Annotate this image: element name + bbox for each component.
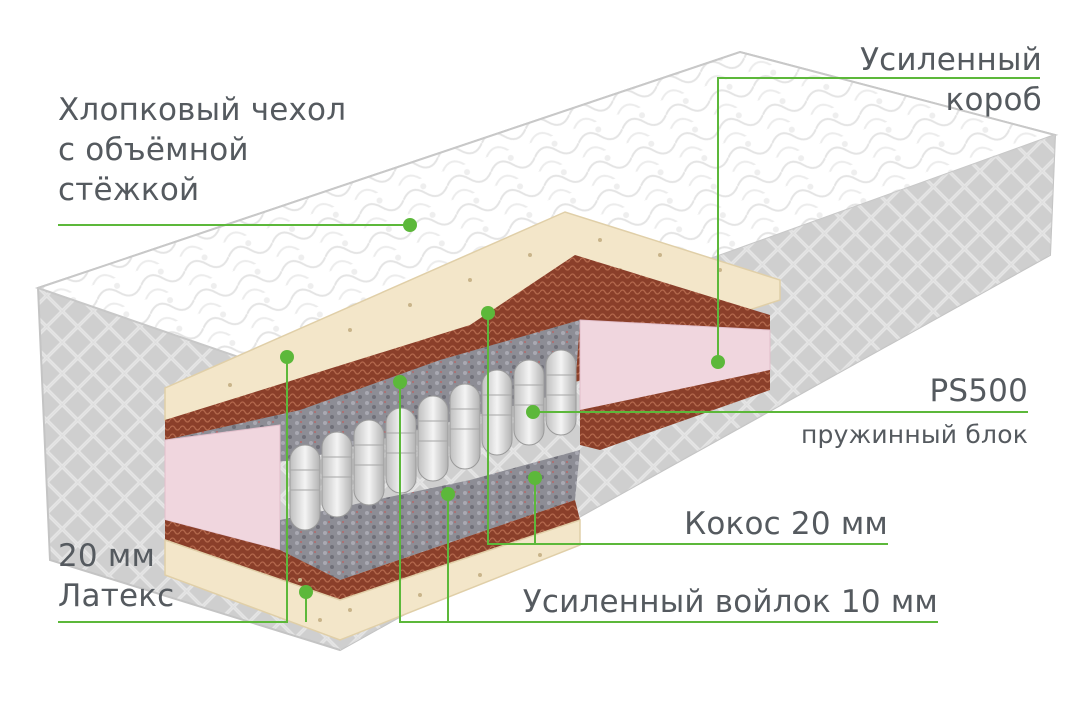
label-latex-line-2: Латекс: [58, 578, 175, 614]
label-cover: Хлопковый чехол с объёмной стёжкой: [58, 90, 346, 210]
callout-dot-latex-top: [280, 350, 294, 364]
label-box-line-2: короб: [945, 82, 1042, 118]
label-spring-sub: пружинный блок: [801, 420, 1028, 449]
callout-dot-latex-bottom: [299, 585, 313, 599]
callout-dot-box: [711, 355, 725, 369]
callout-dot-coconut-bottom: [528, 471, 542, 485]
label-latex: 20 мм Латекс: [58, 536, 174, 616]
label-box-line-1: Усиленный: [860, 42, 1042, 78]
label-spring-title: PS500: [929, 373, 1028, 409]
leader-lines: [58, 77, 1040, 623]
callout-dot-cover: [403, 218, 417, 232]
callout-dot-felt-bottom: [441, 487, 455, 501]
callout-dots: [280, 218, 725, 599]
callout-dot-felt-top: [393, 375, 407, 389]
callout-dot-coconut-top: [481, 306, 495, 320]
callout-dot-spring: [526, 405, 540, 419]
label-coconut: Кокос 20 мм: [684, 506, 888, 542]
label-latex-line-1: 20 мм: [58, 538, 156, 574]
label-box: Усиленный короб: [860, 40, 1042, 120]
label-cover-line-3: стёжкой: [58, 172, 200, 208]
spring-block: [289, 349, 577, 531]
label-cover-line-1: Хлопковый чехол: [58, 92, 347, 128]
label-cover-line-2: с объёмной: [58, 132, 249, 168]
mattress-cross-section: [164, 211, 781, 641]
label-felt: Усиленный войлок 10 мм: [522, 584, 938, 620]
